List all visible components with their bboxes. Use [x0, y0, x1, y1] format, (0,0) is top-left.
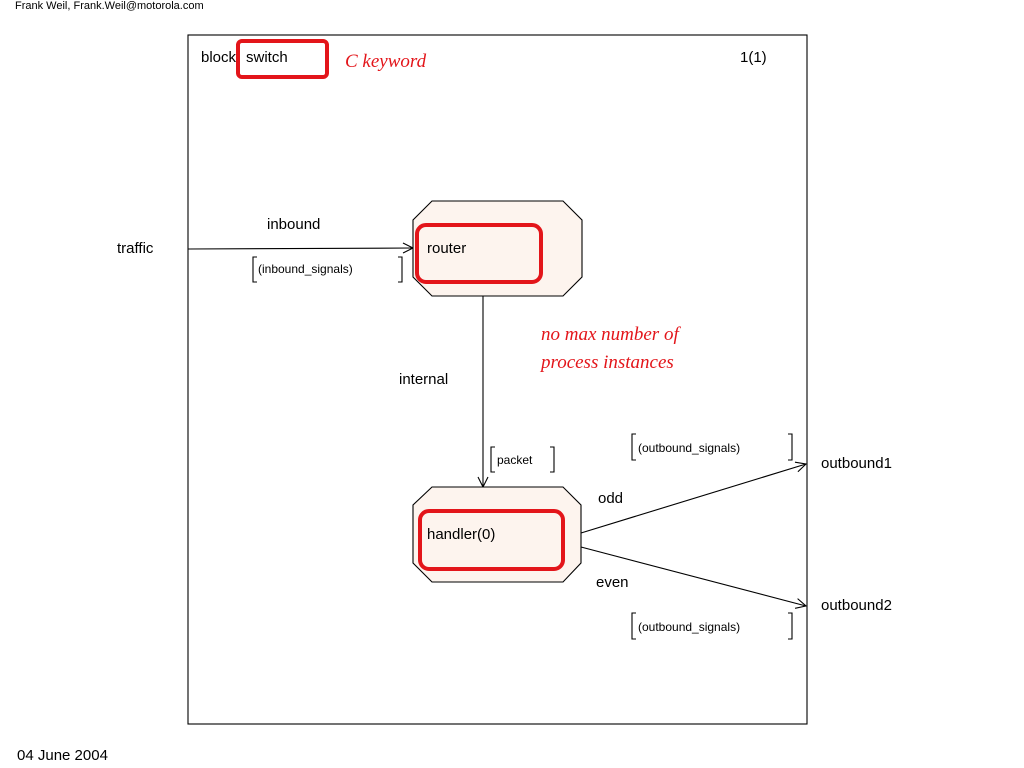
- even-channel-arrow: [580, 546, 806, 606]
- router-highlight: [415, 223, 543, 284]
- outbound2-label: outbound2: [821, 597, 892, 614]
- outbound-signals-1-bracket-right: [788, 433, 793, 461]
- outbound-signals-2-bracket-right: [788, 612, 793, 640]
- block-name: switch: [246, 49, 288, 66]
- page-number: 1(1): [740, 49, 767, 66]
- inbound-channel-arrow: [187, 248, 413, 249]
- instances-annotation-line2: process instances: [539, 352, 674, 373]
- outbound-signals-1-label: (outbound_signals): [638, 441, 740, 455]
- odd-channel-arrow: [580, 464, 806, 534]
- router-label: router: [427, 240, 466, 257]
- handler-highlight: [418, 509, 565, 571]
- date-footer: 04 June 2004: [17, 747, 108, 764]
- internal-label: internal: [399, 371, 448, 388]
- block-keyword: block: [201, 49, 237, 66]
- author-header: Frank Weil, Frank.Weil@motorola.com: [15, 0, 204, 12]
- outbound-signals-1-bracket-left: [631, 433, 636, 461]
- inbound-signals-bracket-left: [252, 256, 257, 283]
- packet-bracket-right: [550, 446, 555, 473]
- outbound-signals-2-label: (outbound_signals): [638, 620, 740, 634]
- outbound-signals-2-bracket-left: [631, 612, 636, 640]
- block-frame: [187, 34, 808, 725]
- handler-label: handler(0): [427, 526, 495, 543]
- inbound-label: inbound: [267, 216, 320, 233]
- inbound-signals-label: (inbound_signals): [258, 262, 353, 276]
- traffic-label: traffic: [117, 240, 154, 257]
- inbound-signals-bracket-right: [398, 256, 403, 283]
- packet-bracket-left: [490, 446, 495, 473]
- packet-label: packet: [497, 453, 533, 467]
- outbound1-label: outbound1: [821, 455, 892, 472]
- instances-annotation-line1: no max number of: [541, 324, 681, 345]
- even-label: even: [596, 574, 629, 591]
- c-keyword-annotation: C keyword: [345, 51, 427, 72]
- odd-label: odd: [598, 490, 623, 507]
- block-name-highlight: [236, 39, 329, 79]
